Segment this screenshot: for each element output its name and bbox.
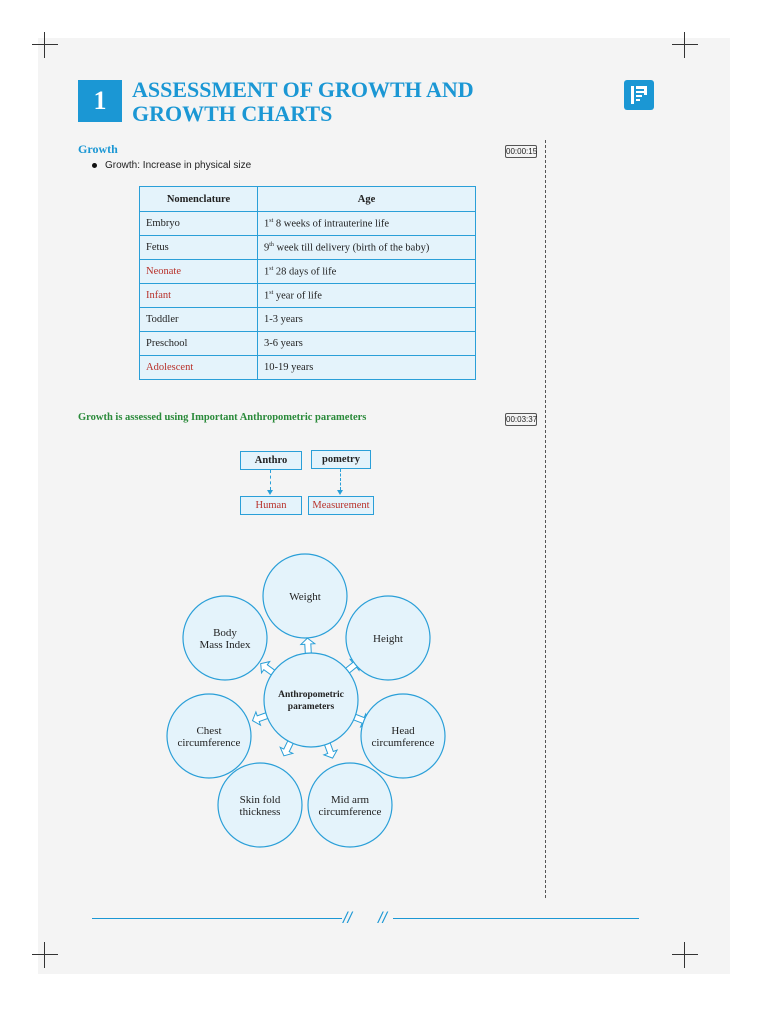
bullet-dot-icon xyxy=(92,163,97,168)
center-label: parameters xyxy=(288,702,335,712)
age-cell: 3-6 years xyxy=(257,331,476,356)
column-header-nomenclature: Nomenclature xyxy=(139,186,258,212)
section-heading-anthropometric: Growth is assessed using Important Anthr… xyxy=(78,412,367,423)
age-text: 10-19 years xyxy=(264,362,314,373)
node-label: Weight xyxy=(289,591,321,603)
node-label: circumference xyxy=(372,737,435,749)
column-header-age: Age xyxy=(257,186,476,212)
bullet-item: Growth: Increase in physical size xyxy=(92,160,251,171)
node-circle xyxy=(360,693,446,779)
nomenclature-cell: Embryo xyxy=(139,211,258,236)
age-ordinal-suffix: st xyxy=(269,289,274,296)
nomenclature-cell: Adolescent xyxy=(139,355,258,380)
age-text: 1-3 years xyxy=(264,314,303,325)
node-label: Body xyxy=(213,627,237,639)
age-text: 8 weeks of intrauterine life xyxy=(273,218,390,230)
node-circle xyxy=(307,762,393,848)
term-meaning-measurement: Measurement xyxy=(308,496,374,515)
node-label: thickness xyxy=(240,806,281,818)
node-circle xyxy=(262,553,348,639)
term-part-anthro: Anthro xyxy=(240,451,302,470)
node-label: Mid arm xyxy=(331,794,370,806)
nomenclature-cell: Toddler xyxy=(139,307,258,332)
node-label: Skin fold xyxy=(240,794,281,806)
section-heading-growth: Growth xyxy=(78,142,118,156)
age-ordinal: 9 xyxy=(264,242,270,254)
age-cell: 1st 28 days of life xyxy=(257,259,476,284)
age-ordinal-suffix: st xyxy=(269,265,274,272)
crop-mark-top-left xyxy=(32,32,58,58)
bullet-text: Growth: Increase in physical size xyxy=(105,160,252,171)
age-text: year of life xyxy=(273,290,322,302)
parameter-node-weight: Weight xyxy=(262,553,348,639)
age-ordinal: 1 xyxy=(264,290,270,302)
node-circle xyxy=(345,595,431,681)
node-label: Head xyxy=(391,725,415,737)
crop-mark-top-right xyxy=(672,32,698,58)
node-label: circumference xyxy=(178,737,241,749)
age-ordinal-suffix: st xyxy=(269,217,274,224)
node-label: circumference xyxy=(319,806,382,818)
connector-line xyxy=(270,470,271,490)
table-header-row: Nomenclature Age xyxy=(139,186,476,212)
age-cell: 1-3 years xyxy=(257,307,476,332)
age-text: 28 days of life xyxy=(273,266,337,278)
age-cell: 10-19 years xyxy=(257,355,476,380)
margin-divider xyxy=(545,140,546,898)
age-text: week till delivery (birth of the baby) xyxy=(273,242,430,254)
video-timestamp[interactable]: 00:00:15 xyxy=(505,145,538,158)
video-timestamp[interactable]: 00:03:37 xyxy=(505,413,538,426)
center-node: Anthropometric parameters xyxy=(263,652,359,748)
node-label: Chest xyxy=(196,725,221,737)
publisher-logo-icon xyxy=(624,80,654,110)
arrow-down-icon xyxy=(267,490,273,495)
term-meaning-human: Human xyxy=(240,496,302,515)
age-text: 3-6 years xyxy=(264,338,303,349)
footer-break-mark: // xyxy=(343,910,352,927)
crop-mark-bottom-right xyxy=(672,942,698,968)
arrow-down-icon xyxy=(337,490,343,495)
node-circle xyxy=(217,762,303,848)
chapter-title: ASSESSMENT OF GROWTH AND GROWTH CHARTS xyxy=(132,77,474,126)
age-cell: 9th week till delivery (birth of the bab… xyxy=(257,235,476,260)
term-part-pometry: pometry xyxy=(311,450,371,469)
age-cell: 1st year of life xyxy=(257,283,476,308)
center-circle xyxy=(263,652,359,748)
node-circle xyxy=(166,693,252,779)
footer-break-mark: // xyxy=(378,910,387,927)
parameter-node-height: Height xyxy=(345,595,431,681)
center-label: Anthropometric xyxy=(278,690,344,700)
table-row: Toddler 1-3 years xyxy=(139,307,476,332)
age-ordinal: 1 xyxy=(264,266,270,278)
footer-rule-left xyxy=(92,918,342,919)
age-ordinal: 1 xyxy=(264,218,270,230)
node-label: Mass Index xyxy=(199,639,251,651)
footer-rule-right xyxy=(393,918,639,919)
node-circle xyxy=(182,595,268,681)
connector-line xyxy=(340,469,341,490)
chapter-number: 1 xyxy=(78,80,122,122)
crop-mark-bottom-left xyxy=(32,942,58,968)
age-ordinal-suffix: th xyxy=(269,241,274,248)
table-row: Adolescent 10-19 years xyxy=(139,355,476,380)
node-label: Height xyxy=(373,633,403,645)
